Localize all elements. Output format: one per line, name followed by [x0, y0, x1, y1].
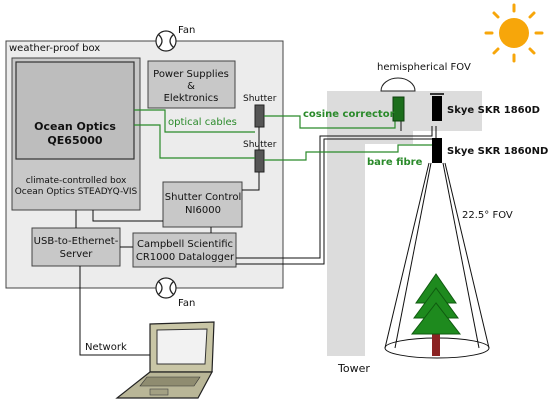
- usb-label-2: Server: [60, 249, 94, 260]
- weatherproof-box-label: weather-proof box: [9, 43, 100, 54]
- fan-icon: [155, 277, 177, 299]
- electrical-wiring: [75, 121, 437, 356]
- fan-icon: [155, 30, 177, 52]
- laptop-icon: [115, 321, 215, 399]
- datalogger-label-2: CR1000 Datalogger: [136, 252, 235, 263]
- spectrometer-label-2: QE65000: [47, 134, 102, 147]
- spectrometer-label-1: Ocean Optics: [34, 120, 116, 133]
- fan-top-label: Fan: [178, 25, 195, 36]
- usb-ethernet-box: [31, 227, 121, 267]
- cosine-corrector-sensor: [392, 96, 405, 122]
- optical-cables: [134, 109, 432, 161]
- cosine-corrector-label: cosine corrector: [303, 109, 395, 120]
- sun-icon: [484, 3, 544, 63]
- usb-label-1: USB-to-Ethernet-: [34, 236, 119, 247]
- shutter-control-box: [162, 181, 243, 228]
- bare-fibre-label: bare fibre: [367, 157, 423, 168]
- shutter-control-label-2: NI6000: [185, 205, 221, 216]
- hemispherical-fov-dome: [380, 77, 416, 92]
- spectrometer-box: [15, 61, 135, 160]
- shutter-2-label: Shutter: [243, 140, 277, 150]
- power-label-2: &: [187, 81, 195, 92]
- tower-label: Tower: [337, 362, 370, 375]
- fov-label: 22.5° FOV: [462, 210, 513, 221]
- shutter-control-label-1: Shutter Control: [165, 192, 241, 203]
- datalogger-box: [132, 232, 237, 268]
- datalogger-label-1: Campbell Scientific: [137, 239, 233, 250]
- skye-upper-label: Skye SKR 1860D: [447, 105, 540, 116]
- skye-upper-sensor: [432, 96, 442, 121]
- tower-structure: [327, 91, 482, 356]
- skye-lower-sensor: [432, 138, 442, 163]
- shutter-1-label: Shutter: [243, 94, 277, 104]
- power-label-3: Elektronics: [164, 93, 219, 104]
- climate-box-label-2: Ocean Optics STEADYQ-VIS: [15, 187, 138, 197]
- hemispherical-fov-label: hemispherical FOV: [377, 62, 471, 73]
- power-supplies-box: [147, 60, 236, 109]
- power-label-1: Power Supplies: [153, 69, 229, 80]
- optical-cables-label: optical cables: [168, 117, 237, 128]
- shutter-2: [254, 149, 265, 173]
- fov-cone: [384, 162, 490, 359]
- shutter-1: [254, 104, 265, 128]
- skye-lower-label: Skye SKR 1860ND: [447, 146, 548, 157]
- network-label: Network: [85, 342, 127, 353]
- climate-box-label-1: climate-controlled box: [26, 176, 127, 186]
- fan-bottom-label: Fan: [178, 298, 195, 309]
- tree-icon: [410, 273, 462, 356]
